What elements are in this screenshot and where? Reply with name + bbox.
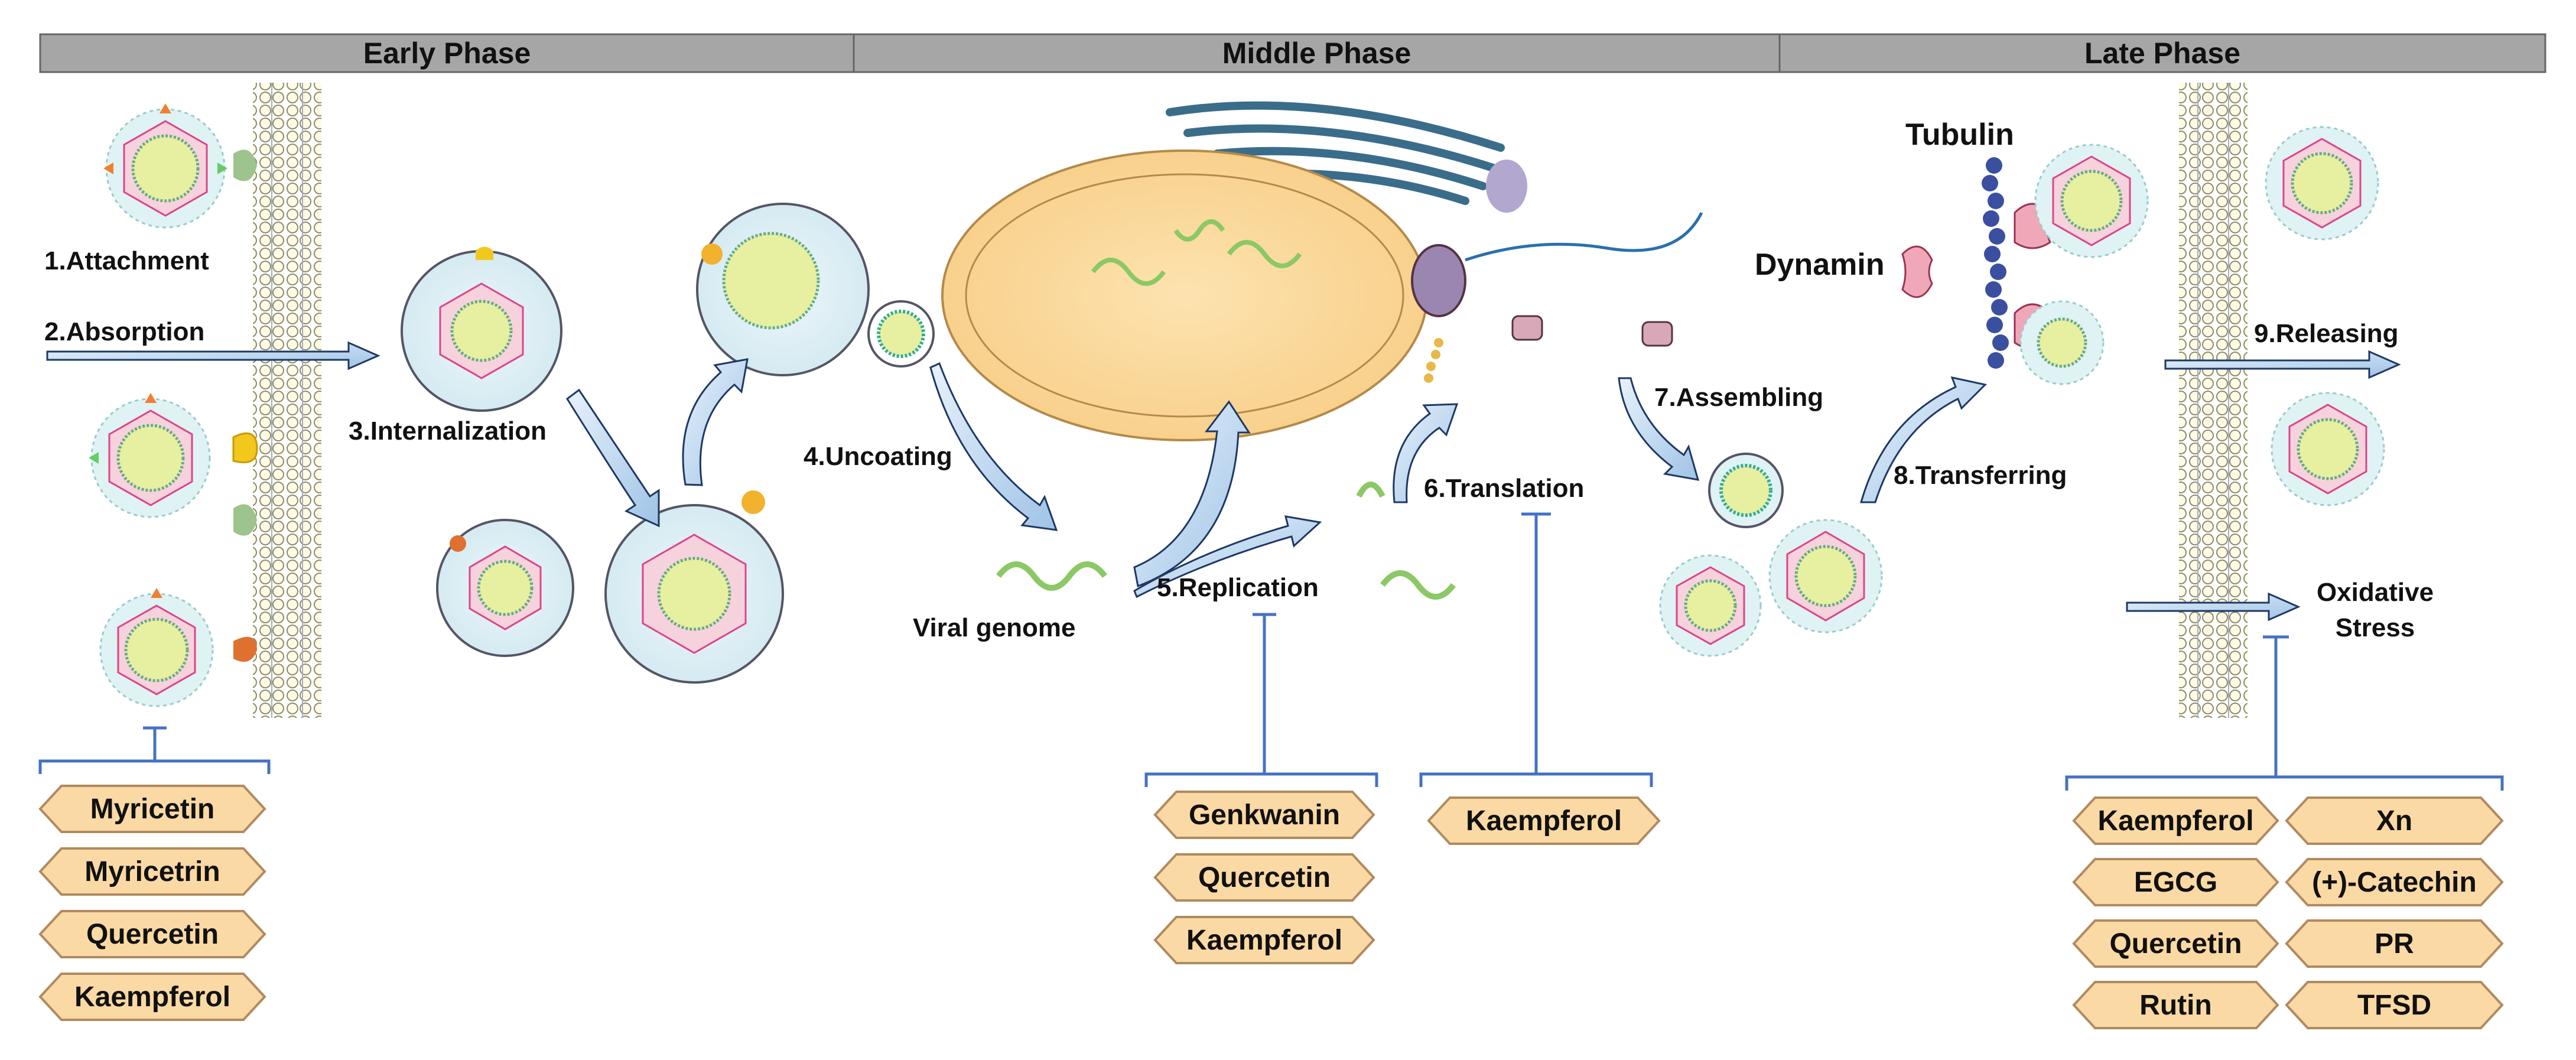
arrow-absorption [46,341,380,370]
virus-particle [2034,144,2149,258]
inhibitor-label: Quercetin [2109,928,2242,960]
inhibitor-hexagon [2072,858,2279,906]
step-releasing: 9.Releasing [2254,319,2399,348]
step-transferring: 8.Transferring [1894,461,2067,490]
oxidative-stress-label-line2: Stress [2335,613,2415,642]
inhibitor-hexagon [2285,858,2504,906]
arrow-to-uncoating [682,358,749,486]
cell-membrane-left [253,83,321,718]
arrow-oxidative-stress [2126,592,2301,622]
step-internalization: 3.Internalization [349,417,547,446]
inhibitor-hexagon [1153,853,1375,902]
arrow-transferring [1860,376,1988,503]
inhibitor-label: Kaempferol [1186,925,1343,956]
inhibitor-hexagon [1427,796,1661,845]
inhibitor-label: Kaempferol [74,981,231,1013]
oxidative-stress-label-line1: Oxidative [2316,578,2434,607]
receptor [232,432,258,463]
step-translation: 6.Translation [1424,474,1585,503]
inhibitor-label: Myricetin [90,794,215,825]
virus-particle [2271,392,2385,506]
cell-membrane-right [2179,83,2248,718]
inhibitor-label: PR [2375,928,2414,960]
inhibitor-label: EGCG [2133,867,2218,898]
inhibitor-hexagon [38,785,266,833]
inhibitor-brackets [38,512,2504,791]
arrow-replication [1133,515,1322,599]
inhibitor-hexagon [1153,916,1375,964]
virion-budding [1659,554,1762,657]
receptor [233,504,257,536]
dynamin-icon [1901,245,1933,298]
step-absorption: 2.Absorption [44,317,205,346]
arrow-translation [1393,403,1459,503]
trna [1511,315,1673,347]
tubulin-label: Tubulin [1905,118,2014,152]
inhibitor-hexagon [2285,919,2504,968]
virus-particle [89,393,211,518]
arrow-uncoating [929,362,1058,531]
inhibitor-hexagon [38,910,266,958]
inhibitor-label: Quercetin [86,919,219,950]
step-replication: 5.Replication [1157,573,1319,602]
viral-genome-label: Viral genome [913,613,1076,642]
arrow-replication-nucleus [1133,400,1251,588]
inhibitor-hexagon [2285,981,2504,1029]
receptor [233,149,257,181]
inhibitor-label: Myricetrin [84,856,220,887]
viral-genome-rna [996,482,1456,600]
step-uncoating: 4.Uncoating [804,442,952,471]
phase-header [39,33,2546,73]
arrow-releasing [2164,350,2401,379]
arrow-internalization [565,388,660,528]
ribosome [1411,212,1703,383]
virus-particle [2019,300,2105,385]
inhibitor-label: Kaempferol [1465,805,1622,837]
inhibitor-hexagons [38,785,2504,1029]
inhibitor-label: (+)-Catechin [2312,867,2477,898]
inhibitor-label: TFSD [2357,990,2432,1021]
inhibitor-label: Quercetin [1198,862,1331,893]
endosome-uncoating [696,203,935,376]
inhibitor-hexagon [2285,796,2504,845]
endosome [436,519,574,657]
virion-budding [1768,519,1883,633]
virus-particle [103,103,227,229]
step-assembling: 7.Assembling [1654,383,1824,412]
phase-title-middle: Middle Phase [1222,37,1411,70]
flow-arrows [46,341,2401,622]
protein-blob [1486,160,1527,213]
inhibitor-hexagon [2072,981,2279,1029]
virus-particle [2265,126,2379,240]
inhibitor-label: Genkwanin [1188,799,1341,831]
virus-particle [99,588,214,707]
inhibitor-hexagon [1153,791,1375,839]
arrow-assembling [1618,377,1700,481]
inhibitor-label: Kaempferol [2097,805,2254,837]
step-attachment: 1.Attachment [44,246,209,275]
tubulin-filament [1982,157,2009,369]
nucleocapsid [1708,453,1784,528]
inhibitor-hexagon [2072,796,2279,845]
receptor [233,636,257,662]
inhibitor-hexagon [38,973,266,1021]
golgi-apparatus [1166,101,1505,205]
phase-title-late: Late Phase [2084,37,2240,70]
inhibitor-hexagon [38,847,266,896]
inhibitor-label: Xn [2376,805,2413,837]
inhibitor-hexagon [2072,919,2279,968]
endosome [401,246,562,412]
endosome [604,490,784,684]
phase-title-early: Early Phase [363,37,531,70]
dynamin-label: Dynamin [1755,248,1885,282]
inhibitor-label: Rutin [2139,990,2212,1021]
